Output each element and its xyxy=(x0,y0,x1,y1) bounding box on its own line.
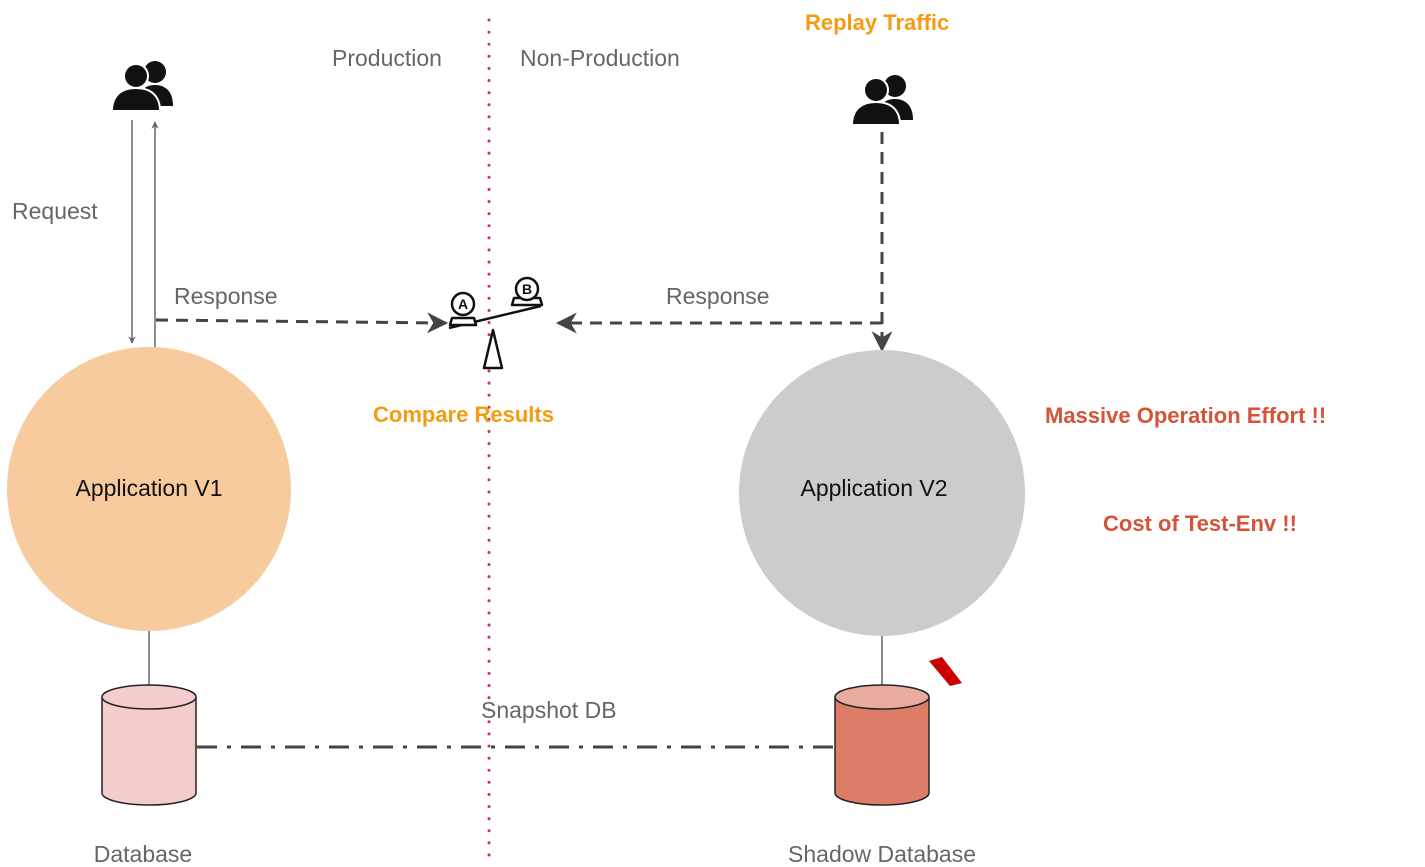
callout-operation-effort: Massive Operation Effort !! xyxy=(1045,403,1327,428)
zone-label-production: Production xyxy=(332,45,442,71)
response-left-arrow xyxy=(155,312,449,334)
zone-label-non-production: Non-Production xyxy=(520,45,680,71)
compare-results-label: Compare Results xyxy=(373,402,554,427)
response-right-label: Response xyxy=(666,283,770,309)
database-label: Database xyxy=(93,841,193,867)
database-cylinder xyxy=(101,684,197,806)
balance-scale-icon: A B xyxy=(448,276,544,370)
app-v1-label: Application V1 xyxy=(75,475,223,501)
replay-traffic-label: Replay Traffic xyxy=(805,10,950,35)
scale-mark-b: B xyxy=(522,281,532,297)
scale-mark-a: A xyxy=(458,296,468,312)
red-mark xyxy=(929,657,962,686)
callout-test-env-cost: Cost of Test-Env !! xyxy=(1103,511,1297,536)
request-label: Request xyxy=(12,198,98,224)
app-v2-node xyxy=(739,350,1025,636)
app-v2-label: Application V2 xyxy=(800,475,948,501)
users-icon xyxy=(110,61,173,112)
app-v1-node xyxy=(7,347,291,631)
shadow-database-label: Shadow Database xyxy=(788,841,976,867)
users-icon xyxy=(850,75,913,126)
shadow-database-cylinder xyxy=(834,684,930,806)
response-left-label: Response xyxy=(174,283,278,309)
snapshot-db-label: Snapshot DB xyxy=(481,697,617,723)
